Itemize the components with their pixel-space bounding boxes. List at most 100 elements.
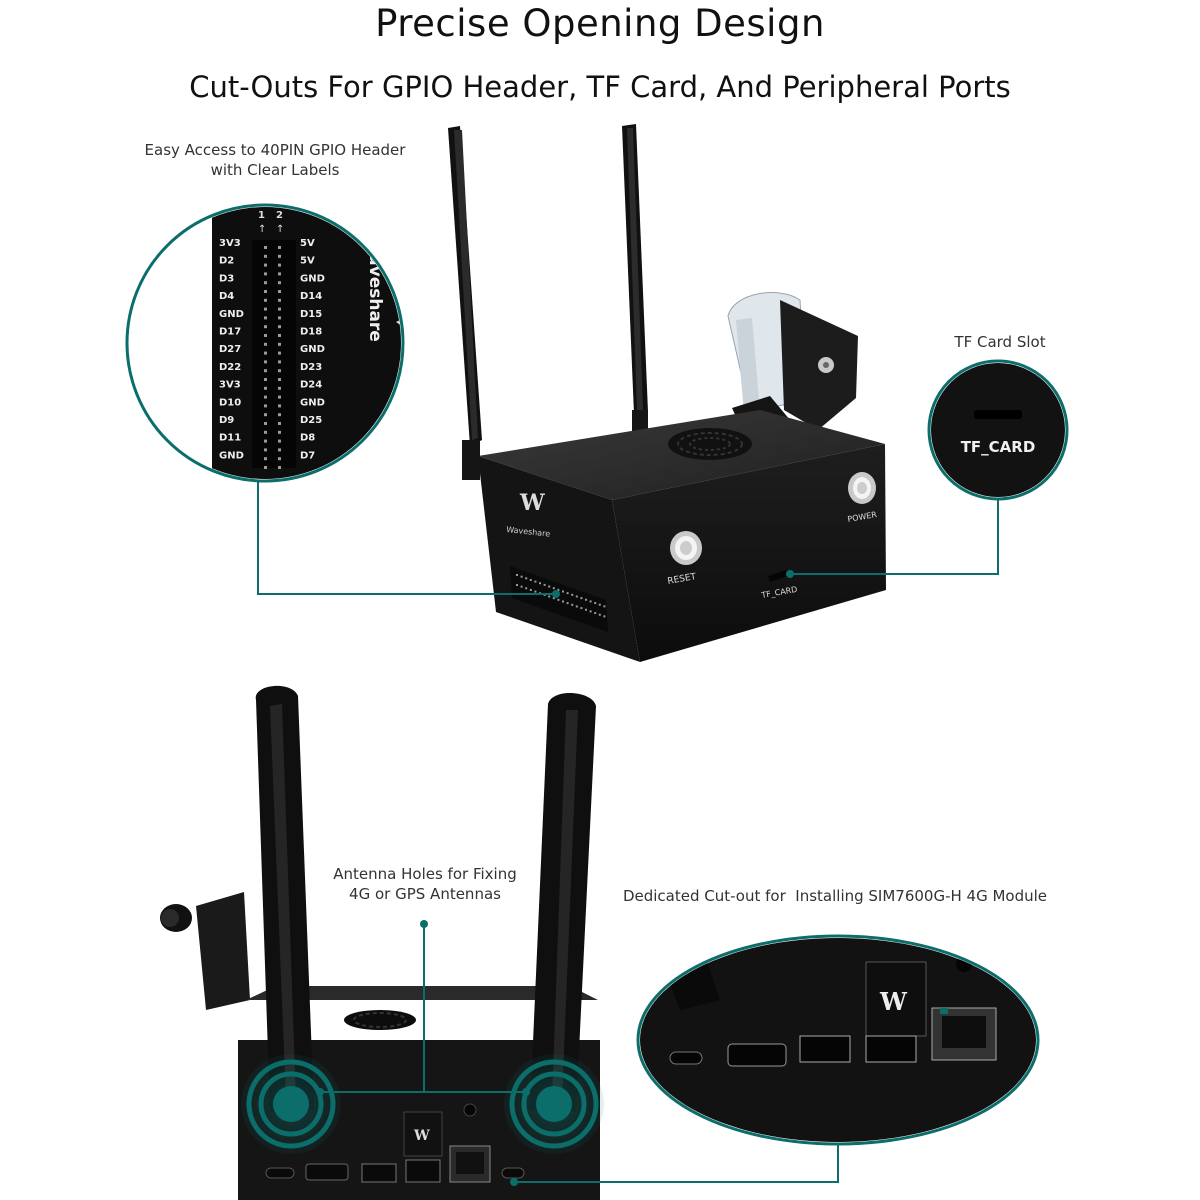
gpio-leader-line (257, 480, 556, 595)
gpio-pin (278, 386, 281, 390)
gpio-pin (264, 360, 267, 364)
device-gpio-pin (525, 587, 528, 590)
gpio-pin (264, 448, 267, 452)
device-gpio-pin (520, 585, 523, 588)
gpio-caption-line2: with Clear Labels (210, 161, 340, 179)
gpio-pin (278, 334, 281, 337)
side-camera (160, 892, 250, 1010)
camera-mount (727, 292, 858, 430)
fan-vent (668, 428, 752, 460)
gpio-label-left: GND (219, 309, 244, 320)
pin-number-1: 1 (258, 210, 265, 221)
gpio-label-left: D17 (219, 327, 241, 338)
reset-button: RESET (667, 531, 702, 587)
sim-caption: Dedicated Cut-out for Installing SIM7600… (622, 887, 1048, 905)
gpio-caption: Easy Access to 40PIN GPIO Header with Cl… (110, 140, 440, 180)
tf-zoom: TF_CARD (927, 359, 1069, 501)
gpio-pin (264, 386, 267, 390)
gpio-pin (264, 325, 267, 329)
case-front-face (612, 444, 886, 662)
gpio-label-left: D27 (219, 344, 241, 355)
antenna-caption-line1: Antenna Holes for Fixing (333, 865, 517, 883)
device-gpio-pin (552, 597, 555, 600)
gpio-pin (264, 430, 267, 434)
device-gpio-pin (603, 605, 606, 608)
gpio-pin (278, 298, 281, 302)
device-gpio-pin (525, 577, 528, 580)
gpio-label-right: D7 (300, 450, 315, 461)
gpio-pin (278, 254, 281, 258)
device-gpio-pin (529, 578, 532, 581)
gpio-label-left: D2 (219, 256, 234, 267)
gpio-pin (264, 457, 267, 461)
gpio-pin (278, 246, 281, 249)
gpio-pin (264, 466, 267, 469)
gpio-label-left: D3 (219, 273, 234, 284)
gpio-pin (264, 263, 267, 267)
device-gpio-pin (562, 590, 564, 593)
gpio-label-right: D25 (300, 415, 322, 426)
tf-leader-line (790, 499, 999, 575)
gpio-pin (278, 448, 281, 452)
gpio-pin (264, 395, 267, 399)
device-gpio-pin (585, 598, 587, 601)
device-gpio-pin (571, 603, 574, 606)
device-gpio-pin (580, 597, 583, 600)
gpio-pin (264, 342, 267, 346)
gpio-pin (264, 290, 267, 293)
antenna-leader (316, 920, 530, 1096)
device-gpio-pin (571, 593, 574, 596)
gpio-pin (264, 413, 267, 417)
page-title: Precise Opening Design (375, 2, 825, 45)
gpio-pin (264, 254, 267, 258)
top-device: W Waveshare RESET POWER TF_CARD (448, 124, 886, 662)
page-subtitle: Cut-Outs For GPIO Header, TF Card, And P… (189, 70, 1011, 104)
device-gpio-pin (594, 612, 597, 615)
gpio-pin (264, 246, 267, 249)
gpio-label-left: D9 (219, 415, 234, 426)
gpio-pin (264, 404, 267, 408)
gpio-label-right: D23 (300, 362, 322, 373)
gpio-pin (278, 290, 281, 293)
device-gpio-pin (516, 584, 518, 586)
gpio-pin (264, 422, 267, 425)
device-gpio-pin (566, 592, 569, 595)
gpio-pin (278, 369, 281, 373)
gpio-pin (278, 272, 281, 276)
device-gpio-pin (575, 605, 578, 608)
gpio-pin (278, 422, 281, 425)
device-gpio-pin (585, 608, 587, 611)
pin-number-2: 2 (276, 210, 283, 221)
gpio-pin (264, 369, 267, 373)
gpio-pin (278, 263, 281, 267)
gpio-label-left: D11 (219, 433, 241, 444)
device-gpio-pin (552, 587, 555, 590)
device-gpio-pin (543, 583, 546, 586)
gpio-label-right: D8 (300, 433, 315, 444)
device-gpio-pin (594, 602, 597, 605)
device-gpio-pin (598, 613, 601, 616)
antenna-hole-right (504, 1054, 604, 1154)
device-gpio-pin (589, 610, 592, 613)
antenna-left (448, 126, 482, 480)
device-gpio-pin (529, 588, 532, 591)
device-gpio-pin (566, 602, 569, 605)
gpio-pin (278, 457, 281, 461)
gpio-label-right: GND (300, 273, 325, 284)
gpio-label-right: 5V (300, 238, 315, 249)
gpio-pin (278, 413, 281, 417)
gpio-label-right: D24 (300, 380, 322, 391)
svg-text:W: W (519, 490, 545, 516)
bottom-antenna-right (530, 692, 596, 1112)
device-gpio-pin (562, 600, 564, 603)
gpio-caption-line1: Easy Access to 40PIN GPIO Header (144, 141, 406, 159)
gpio-pin (264, 316, 267, 320)
antenna-caption: Antenna Holes for Fixing 4G or GPS Anten… (300, 864, 550, 904)
device-gpio-pin (575, 595, 578, 598)
power-button: POWER (847, 472, 878, 524)
sim-zoom: W (636, 934, 1040, 1146)
gpio-pin (264, 334, 267, 337)
device-gpio-pin (557, 598, 560, 601)
